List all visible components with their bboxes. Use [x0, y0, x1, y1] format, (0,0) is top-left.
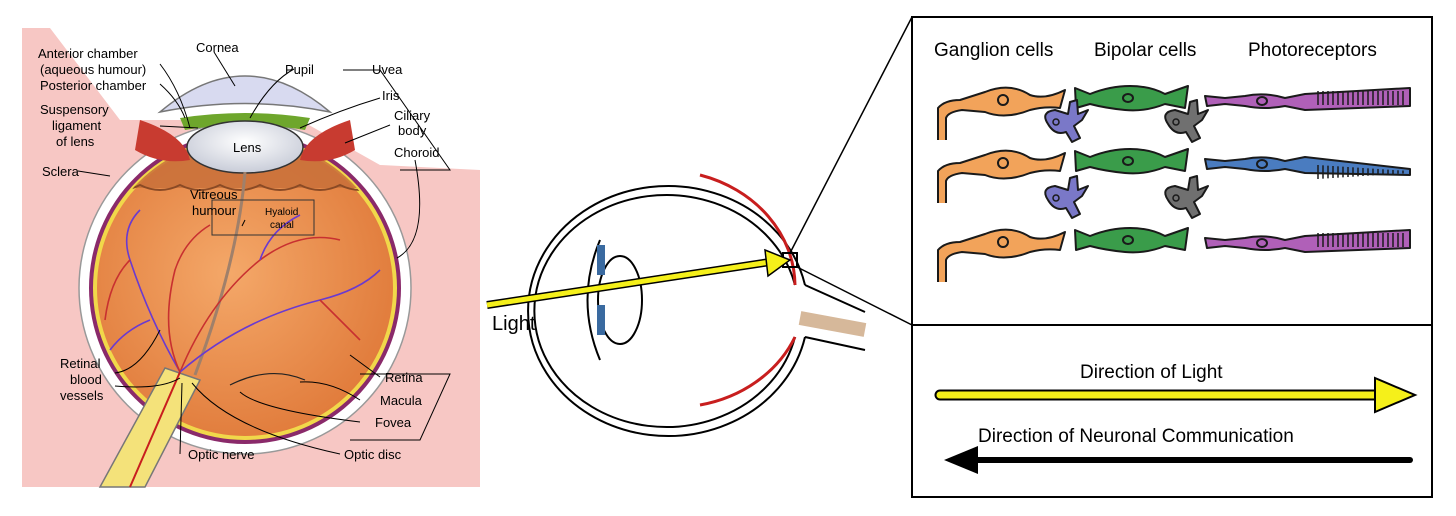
- eye-inner-shell: [533, 194, 796, 428]
- label-ciliary-1: Ciliary: [394, 108, 431, 123]
- label-pupil: Pupil: [285, 62, 314, 77]
- header-bipolar: Bipolar cells: [1094, 40, 1196, 61]
- hyaloid-label-box: [211, 199, 315, 236]
- ganglion-nucleus: [997, 157, 1009, 169]
- label-vitreous-1: Vitreous: [190, 187, 238, 202]
- simplified-eye: Light: [486, 16, 913, 437]
- amacrine-cell: [1044, 99, 1089, 143]
- zoom-line-top: [789, 16, 913, 254]
- label-lens: Lens: [233, 140, 262, 155]
- macula-region: [229, 372, 306, 386]
- photoreceptor-nucleus: [1256, 96, 1268, 106]
- ganglion-cell: [937, 149, 1066, 203]
- anatomy-leader-lines: [77, 51, 451, 455]
- bipolar-cell: [1074, 85, 1189, 112]
- label-choroid: Choroid: [394, 145, 440, 160]
- label-suspensory-2: ligament: [52, 118, 102, 133]
- label-hyaloid-1: Hyaloid: [265, 207, 298, 218]
- label-posterior-chamber: Posterior chamber: [40, 78, 147, 93]
- label-macula: Macula: [380, 393, 423, 408]
- photoreceptor-nucleus: [1256, 238, 1268, 248]
- direction-neuronal-label: Direction of Neuronal Communication: [978, 426, 1294, 447]
- lens-simple: [597, 255, 643, 345]
- label-uvea: Uvea: [372, 62, 403, 77]
- horizontal-nucleus: [1172, 118, 1180, 126]
- ganglion-nucleus: [997, 236, 1009, 248]
- amacrine-nucleus: [1052, 118, 1060, 126]
- bipolar-nucleus: [1122, 93, 1134, 103]
- label-optic-disc: Optic disc: [344, 447, 402, 462]
- ganglion-nucleus: [997, 94, 1009, 106]
- optic-nerve: [98, 367, 202, 488]
- amacrine-nucleus: [1052, 194, 1060, 202]
- label-suspensory-3: of lens: [56, 134, 95, 149]
- label-anterior-chamber: Anterior chamber: [38, 46, 138, 61]
- label-retinal-3: vessels: [60, 388, 104, 403]
- vitreous-humour: [97, 140, 393, 436]
- horizontal-nucleus: [1172, 194, 1180, 202]
- cornea-simple: [586, 239, 601, 361]
- eye-anatomy-cross-section: Anterior chamber (aqueous humour) Poster…: [22, 28, 480, 488]
- bipolar-cell: [1074, 148, 1189, 175]
- ganglion-cell: [937, 86, 1066, 140]
- header-photoreceptors: Photoreceptors: [1248, 40, 1377, 61]
- iris-simple-top: [597, 245, 605, 275]
- light-ray-arrowhead: [764, 248, 792, 278]
- label-retinal-1: Retinal: [60, 356, 101, 371]
- label-suspensory-1: Suspensory: [40, 102, 109, 117]
- eye-outer-shell: [527, 185, 806, 437]
- label-hyaloid-2: canal: [270, 220, 294, 231]
- cornea: [159, 75, 331, 113]
- retina-arc: [699, 173, 797, 407]
- label-cornea: Cornea: [196, 40, 239, 55]
- direction-light-arrow: [934, 376, 1418, 414]
- ciliary-body: [135, 120, 190, 162]
- amacrine-cell: [1044, 175, 1089, 219]
- bipolar-cell: [1074, 227, 1189, 254]
- bipolar-nucleus: [1122, 156, 1134, 166]
- hyaloid-canal: [193, 171, 247, 376]
- light-label: Light: [492, 313, 536, 335]
- direction-neuronal-arrow: [944, 446, 1413, 474]
- retinal-blood-vessels: [104, 209, 381, 373]
- label-fovea: Fovea: [375, 415, 412, 430]
- label-retina: Retina: [385, 370, 423, 385]
- label-vitreous-2: humour: [192, 203, 237, 218]
- iris-simple-bottom: [597, 305, 605, 335]
- optic-nerve-simple: [804, 284, 866, 351]
- ciliary-body-right: [300, 120, 355, 162]
- ganglion-cell: [937, 228, 1066, 282]
- header-ganglion: Ganglion cells: [934, 40, 1053, 61]
- label-optic-nerve: Optic nerve: [188, 447, 254, 462]
- photoreceptor-nucleus: [1256, 159, 1268, 169]
- direction-panel-frame: [911, 324, 1433, 498]
- bipolar-nucleus: [1122, 235, 1134, 245]
- horizontal-cell: [1164, 99, 1209, 143]
- label-sclera: Sclera: [42, 164, 80, 179]
- horizontal-cell: [1164, 175, 1209, 219]
- label-retinal-2: blood: [70, 372, 102, 387]
- label-iris: Iris: [382, 88, 400, 103]
- retina-cells: [937, 85, 1411, 282]
- direction-light-label: Direction of Light: [1080, 362, 1223, 383]
- label-aqueous-humour: (aqueous humour): [40, 62, 146, 77]
- zoom-line-bottom: [796, 266, 913, 326]
- label-ciliary-2: body: [398, 123, 427, 138]
